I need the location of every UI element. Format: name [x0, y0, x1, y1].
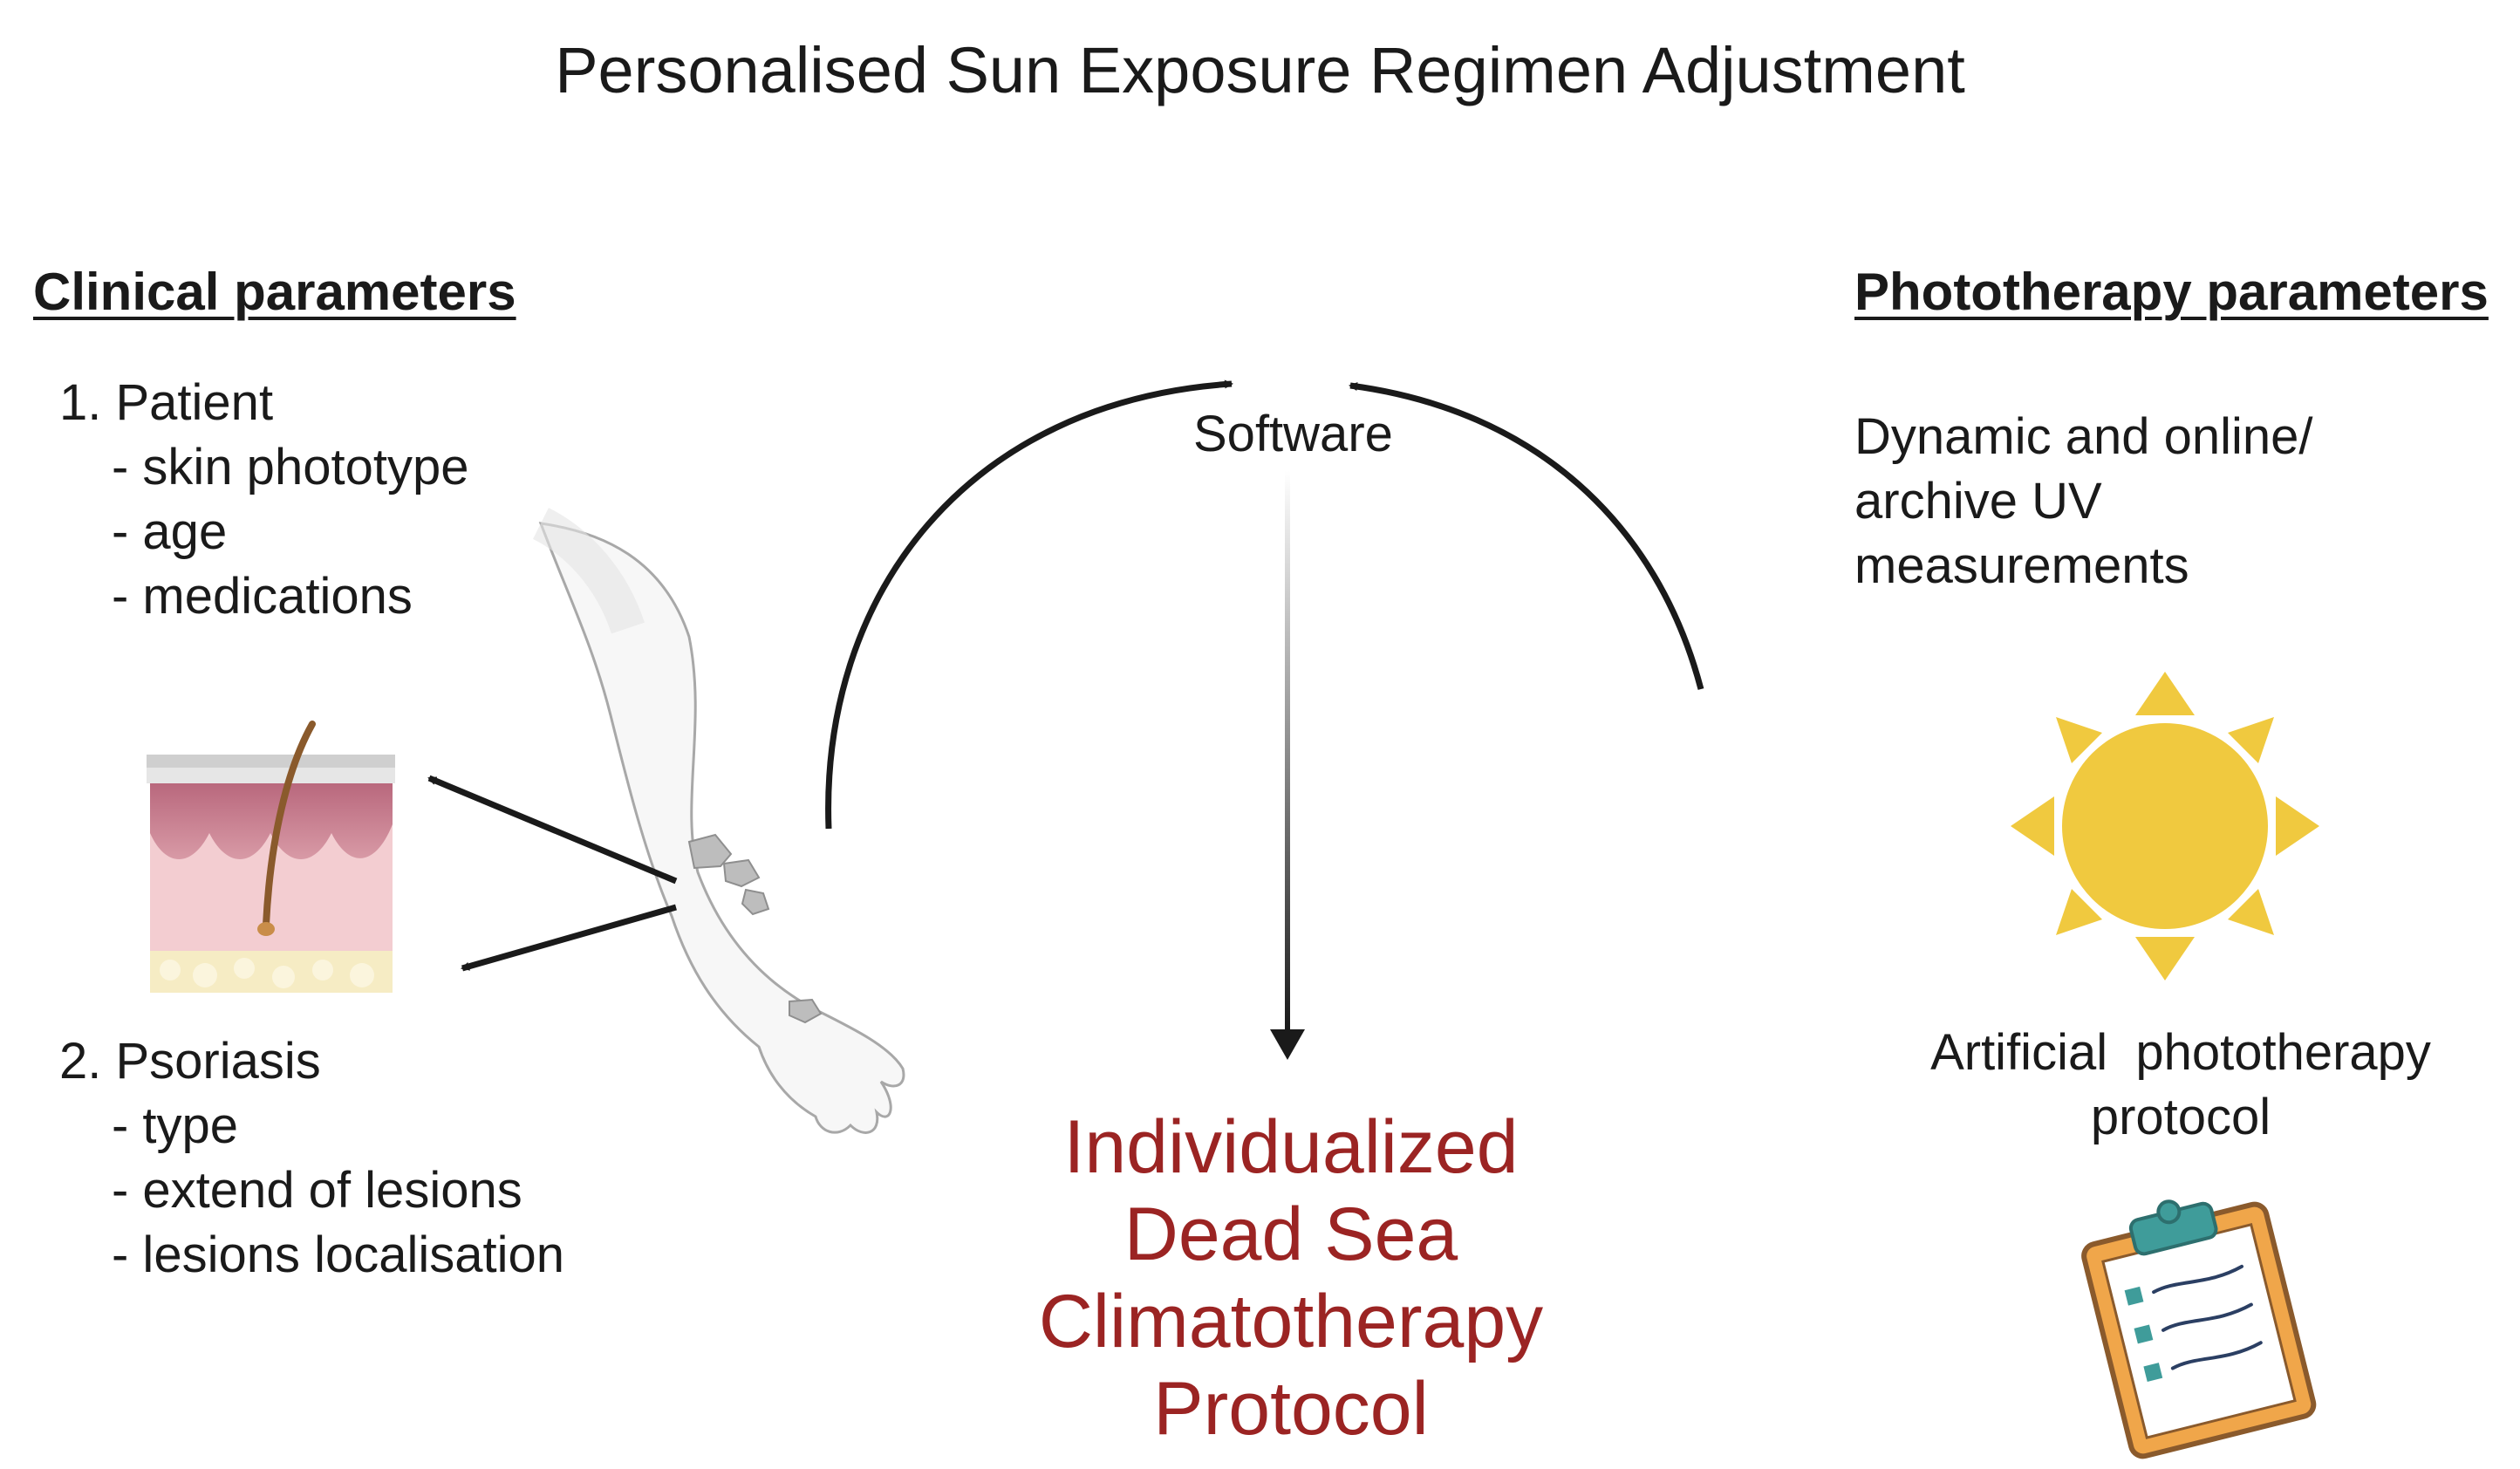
patient-label: 1. Patient	[59, 374, 274, 431]
protocol-line: Individualized	[1063, 1105, 1519, 1189]
clipboard-icon	[2081, 1199, 2317, 1459]
psoriasis-item: - lesions localisation	[112, 1226, 565, 1283]
protocol-line: Protocol	[1153, 1367, 1429, 1451]
patient-item: - age	[112, 503, 228, 560]
phototherapy-parameters-heading: Phototherapy parameters	[1854, 263, 2489, 321]
arrow-clinical-to-software	[825, 379, 1233, 830]
psoriasis-list: 2. Psoriasis - type - extend of lesions …	[59, 1029, 564, 1288]
artificial-phototherapy-text: Artificial phototherapy protocol	[1884, 1021, 2477, 1150]
arrow-phototherapy-to-software	[1349, 382, 1704, 690]
page-title: Personalised Sun Exposure Regimen Adjust…	[555, 34, 1965, 106]
sun-icon	[2011, 672, 2319, 980]
arm-illustration	[532, 508, 905, 1134]
uv-measurements-text: Dynamic and online/ archive UV measureme…	[1854, 405, 2448, 598]
skin-cross-section-icon	[147, 721, 395, 993]
arrow-arm-to-skin-lower	[461, 904, 677, 972]
software-to-protocol-arrowhead	[1270, 1029, 1305, 1060]
patient-item: - medications	[112, 568, 413, 625]
psoriasis-label: 2. Psoriasis	[59, 1033, 321, 1090]
software-to-protocol-line	[1285, 471, 1290, 1029]
psoriasis-item: - type	[112, 1097, 239, 1154]
patient-item: - skin phototype	[112, 439, 469, 495]
clinical-parameters-heading: Clinical parameters	[33, 263, 516, 321]
patient-list: 1. Patient - skin phototype - age - medi…	[59, 371, 468, 629]
software-label: Software	[1193, 406, 1393, 462]
arrow-arm-to-skin-upper	[427, 775, 678, 885]
uv-line: archive UV	[1854, 473, 2102, 530]
protocol-line: Climatotherapy	[1038, 1280, 1544, 1363]
artificial-line: protocol	[2090, 1089, 2271, 1145]
psoriasis-item: - extend of lesions	[112, 1162, 522, 1219]
protocol-title: Individualized Dead Sea Climatotherapy P…	[960, 1103, 1622, 1452]
protocol-line: Dead Sea	[1123, 1192, 1458, 1276]
artificial-line: Artificial phototherapy	[1930, 1024, 2431, 1081]
uv-line: Dynamic and online/	[1854, 408, 2313, 465]
uv-line: measurements	[1854, 537, 2189, 594]
